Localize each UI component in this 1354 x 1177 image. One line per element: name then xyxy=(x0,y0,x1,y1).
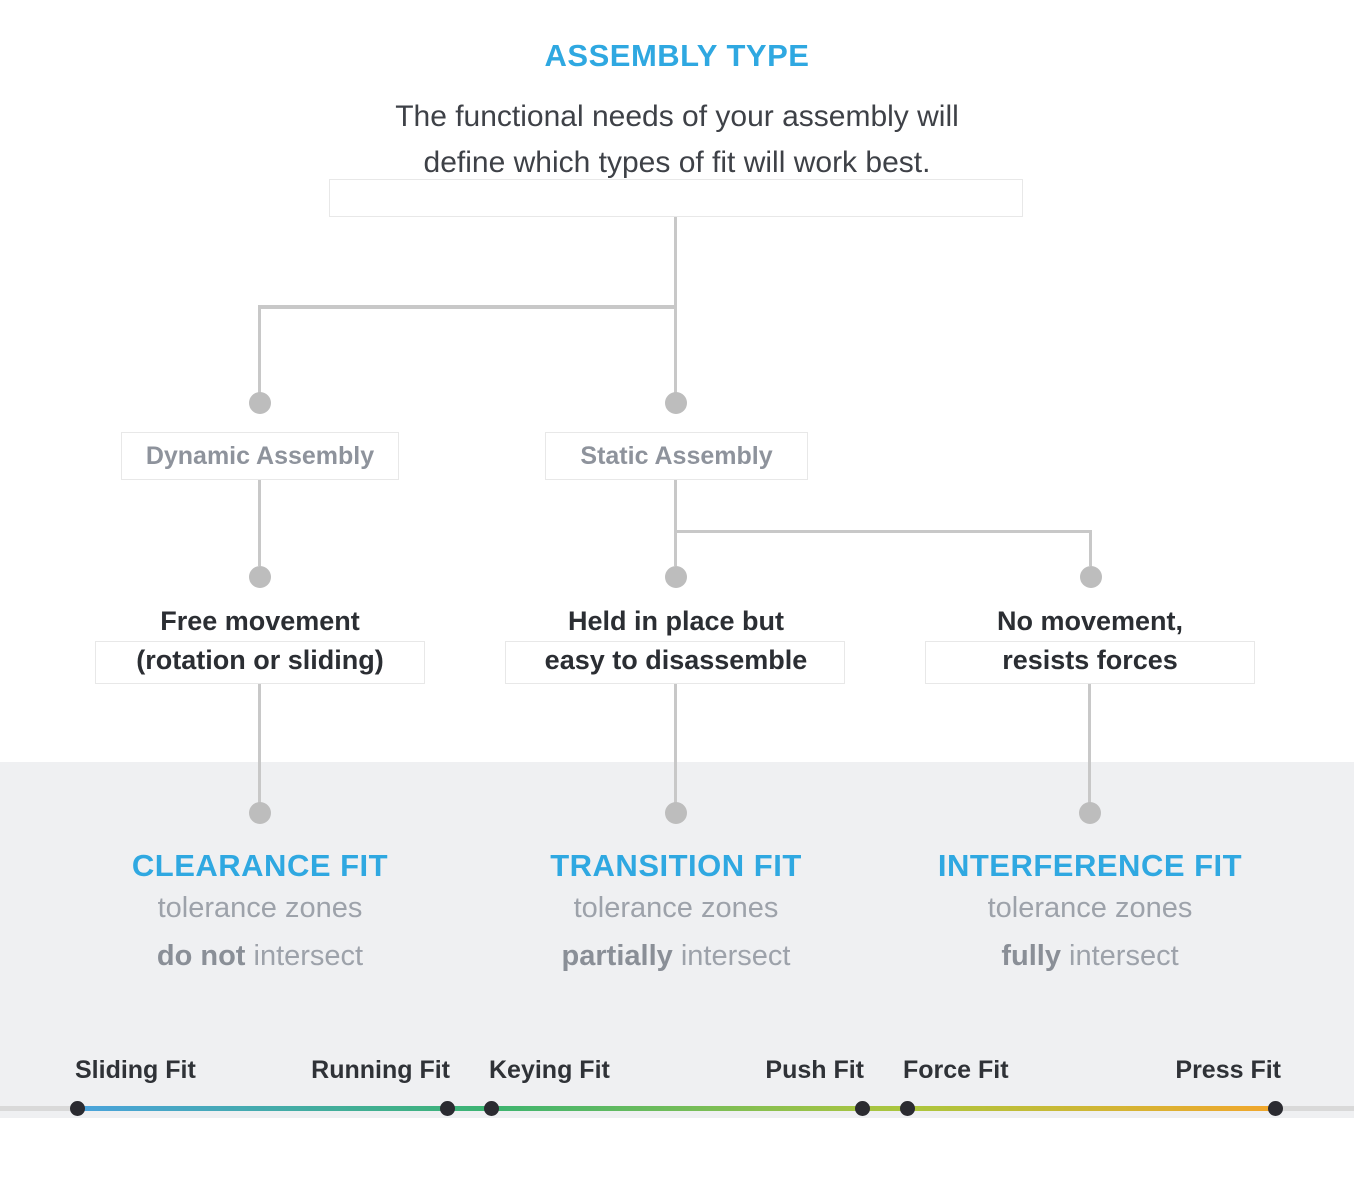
fit-desc-interference-line1: tolerance zones xyxy=(987,892,1193,924)
fit-column-clearance: CLEARANCE FIT tolerance zones do not int… xyxy=(40,848,480,980)
condition-freemove-line1: Free movement xyxy=(160,606,360,636)
connector-transition-vertical xyxy=(674,684,677,804)
fit-desc-transition-line2: partially intersect xyxy=(456,932,896,980)
condition-held-line1: Held in place but xyxy=(567,606,785,636)
scale-dot-keying xyxy=(484,1101,499,1116)
fit-title-clearance: CLEARANCE FIT xyxy=(131,848,389,883)
fit-column-interference: INTERFERENCE FIT tolerance zones fully i… xyxy=(870,848,1310,980)
scale-label-sliding-fit: Sliding Fit xyxy=(75,1056,196,1084)
node-dot-held xyxy=(665,566,687,588)
fit-spectrum-line xyxy=(0,1106,1354,1111)
node-dot-freemove xyxy=(249,566,271,588)
fit-desc-clearance-line1: tolerance zones xyxy=(157,892,363,924)
scale-dot-force xyxy=(900,1101,915,1116)
fit-desc-clearance-rest: intersect xyxy=(253,940,364,972)
fit-title-transition: TRANSITION FIT xyxy=(550,848,802,883)
scale-label-running-fit: Running Fit xyxy=(311,1056,450,1084)
root-node-box xyxy=(329,179,1023,217)
node-dot-clearance xyxy=(249,802,271,824)
fit-column-transition: TRANSITION FIT tolerance zones partially… xyxy=(456,848,896,980)
subtitle-line-2: define which types of fit will work best… xyxy=(423,146,931,179)
fit-desc-interference-line2: fully intersect xyxy=(870,932,1310,980)
condition-freemove-line2: (rotation or sliding) xyxy=(136,645,384,675)
node-dot-static xyxy=(665,392,687,414)
scale-label-push-fit: Push Fit xyxy=(765,1056,864,1084)
condition-box-nomove xyxy=(925,641,1255,684)
connector-root-vertical xyxy=(674,217,677,307)
condition-held: Held in place but easy to disassemble xyxy=(476,602,876,680)
scale-dot-sliding xyxy=(70,1101,85,1116)
fit-desc-transition-line1: tolerance zones xyxy=(573,892,779,924)
fit-desc-interference-rest: intersect xyxy=(1069,940,1179,972)
connector-freemove-vertical xyxy=(258,480,261,566)
page-title: ASSEMBLY TYPE xyxy=(544,38,810,73)
scale-label-press-fit: Press Fit xyxy=(1175,1056,1281,1084)
scale-label-force-fit: Force Fit xyxy=(903,1056,1009,1084)
fit-desc-interference-bold: fully xyxy=(1001,940,1061,972)
fit-desc-transition-bold: partially xyxy=(561,940,673,972)
node-dot-dynamic xyxy=(249,392,271,414)
fit-desc-transition-rest: intersect xyxy=(680,940,791,972)
connector-clearance-vertical xyxy=(258,684,261,804)
condition-box-freemove xyxy=(95,641,425,684)
connector-nomove-vertical xyxy=(1089,530,1092,566)
condition-box-held xyxy=(505,641,845,684)
scale-label-keying-fit: Keying Fit xyxy=(489,1056,610,1084)
fit-title-interference: INTERFERENCE FIT xyxy=(937,848,1243,883)
connector-interference-vertical xyxy=(1088,684,1091,804)
scale-dot-running xyxy=(440,1101,455,1116)
condition-nomove-line2: resists forces xyxy=(1002,645,1178,675)
fit-desc-clearance-line2: do not intersect xyxy=(40,932,480,980)
node-dot-transition xyxy=(665,802,687,824)
scale-dot-push xyxy=(855,1101,870,1116)
connector-static-vertical xyxy=(674,308,677,394)
branch-dynamic-assembly: Dynamic Assembly xyxy=(121,432,399,480)
subtitle-line-1: The functional needs of your assembly wi… xyxy=(395,100,959,133)
condition-nomove: No movement, resists forces xyxy=(890,602,1290,680)
condition-held-line2: easy to disassemble xyxy=(544,645,808,675)
node-dot-nomove xyxy=(1080,566,1102,588)
condition-freemove: Free movement (rotation or sliding) xyxy=(60,602,460,680)
scale-dot-press xyxy=(1268,1101,1283,1116)
connector-level2-horizontal xyxy=(674,530,1092,533)
branch-static-assembly: Static Assembly xyxy=(545,432,808,480)
node-dot-interference xyxy=(1079,802,1101,824)
condition-nomove-line1: No movement, xyxy=(996,606,1184,636)
connector-level1-horizontal xyxy=(258,305,677,309)
connector-dynamic-vertical xyxy=(258,308,261,394)
fit-desc-clearance-bold: do not xyxy=(156,940,246,972)
connector-held-vertical xyxy=(674,480,677,566)
